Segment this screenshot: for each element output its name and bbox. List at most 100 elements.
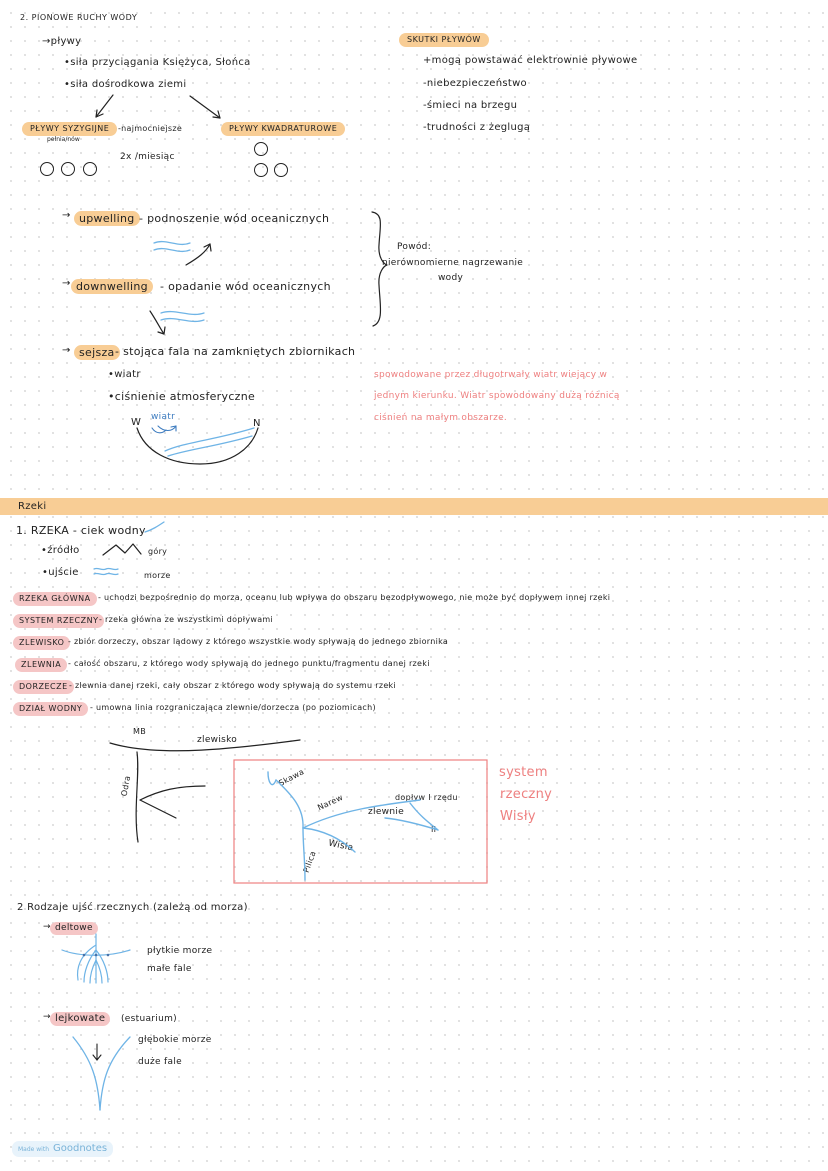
quadrature-tides-highlight: PŁYWY KWADRATUROWE (221, 122, 346, 136)
wind-arrow (157, 425, 177, 432)
definition-desc: - zbiór dorzeczy, obszar lądowy z któreg… (68, 637, 449, 646)
effects-title: SKUTKI PŁYWÓW (399, 33, 489, 47)
seiche-note-line2: jednym kierunku. Wiatr spowodowany dużą … (374, 391, 620, 401)
seiche-west-label: W (131, 417, 142, 428)
arrow-to-syzygy (95, 94, 114, 118)
river-mouth-note: morze (144, 571, 171, 580)
seiche-desc: - stojąca fala na zamkniętych zbiornikac… (115, 345, 356, 358)
system-label-line2: rzeczny (500, 787, 553, 802)
diagram-label-mb: MB (133, 727, 146, 736)
syzygy-note: -najmocniejsze (118, 124, 183, 133)
effect-item: +mogą powstawać elektrownie pływowe (423, 55, 638, 66)
arrow-glyph: → (43, 1012, 51, 1022)
downwelling-highlight: downwelling (71, 279, 153, 294)
definition-term-drainage-basin: ZLEWISKO (13, 636, 71, 650)
definition-desc: - całość obszaru, z którego wody spływaj… (68, 659, 430, 668)
odra-tributary (139, 799, 177, 819)
goodnotes-badge[interactable]: Made with Goodnotes (12, 1141, 114, 1157)
section-heading: 2. PIONOWE RUCHY WODY (20, 13, 138, 22)
delta-highlight: deltowe (50, 922, 98, 935)
cause-title: Powód: (397, 242, 432, 252)
curly-brace (371, 211, 388, 327)
definition-term-main-river: RZEKA GŁÓWNA (13, 592, 97, 606)
river-mouth: •ujście (42, 567, 79, 578)
definition-term-river-system: SYSTEM RZECZNY (13, 614, 105, 628)
seiche-wind-label: wiatr (151, 412, 176, 422)
badge-brand: Goodnotes (53, 1143, 108, 1154)
tributary-ii (384, 817, 439, 831)
river-source-note: góry (148, 547, 168, 556)
system-label-line3: Wisły (500, 809, 536, 824)
narew-river (302, 799, 421, 829)
arrow-glyph: → (62, 345, 71, 356)
waves-icon (93, 572, 119, 576)
earth-circle (61, 162, 75, 176)
seiche-east-label: N (253, 418, 261, 429)
diagram-label-catchments: zlewnie (368, 807, 404, 817)
estuary-paren: (estuarium) (121, 1014, 177, 1024)
mouths-heading: 2 Rodzaje ujść rzecznych (zależą od morz… (17, 902, 248, 913)
delta-note1: płytkie morze (147, 946, 213, 956)
downwelling-desc: - opadanie wód oceanicznych (160, 280, 331, 293)
diagram-label-tributary: dopływ I rzędu (395, 793, 458, 802)
tides-label: →pływy (42, 36, 82, 47)
river-heading: 1. RZEKA - ciek wodny (16, 524, 146, 537)
seiche-highlight: sejsza (74, 345, 120, 360)
force-moon-sun: •siła przyciągania Księżyca, Słońca (64, 57, 251, 68)
definition-term-river-basin: DORZECZE (13, 680, 74, 694)
system-label-line1: system (499, 765, 548, 780)
badge-made-with: Made with (18, 1146, 49, 1153)
estuary-note1: głębokie morze (138, 1035, 212, 1045)
upwelling-highlight: upwelling (74, 211, 140, 226)
cause-line2: wody (438, 273, 464, 283)
odra-river (135, 751, 139, 843)
rivers-section-band (0, 498, 828, 515)
moon-circle (40, 162, 54, 176)
arrow-head (203, 243, 212, 252)
river-system-box (233, 759, 488, 884)
definition-term-watershed: DZIAŁ WODNY (13, 702, 89, 716)
arrow-head (95, 109, 104, 118)
watershed-line (109, 739, 301, 752)
arrow-head (212, 110, 221, 119)
definition-desc: - umowna linia rozgraniczająca zlewnie/d… (90, 703, 376, 712)
arrow-glyph: → (62, 278, 71, 289)
diagram-label-basin: zlewisko (197, 735, 238, 745)
effect-item: -trudności z żeglugą (423, 122, 531, 133)
mountains-icon (102, 543, 142, 556)
sun-circle (83, 162, 97, 176)
wisla-river-lower (302, 827, 306, 881)
seiche-note-line1: spowodowane przez długotrwały wiatr wiej… (374, 370, 608, 380)
estuary-note2: duże fale (138, 1057, 182, 1067)
definition-desc: - uchodzi bezpośrednio do morza, oceanu … (98, 593, 611, 602)
river-icon (144, 521, 165, 533)
delta-note2: małe fale (147, 964, 192, 974)
sun-circle-q (274, 163, 288, 177)
syzygy-tides-highlight: PŁYWY SYZYGIJNE (22, 122, 118, 136)
arrow-glyph: → (62, 210, 71, 221)
upwelling-desc: - podnoszenie wód oceanicznych (139, 212, 330, 225)
rivers-band-title: Rzeki (18, 501, 47, 512)
frequency-label: 2x /miesiąc (120, 152, 175, 162)
arrow-to-quadrature (189, 95, 221, 119)
cause-line1: nierównomierne nagrzewanie (382, 258, 524, 268)
seiche-note-line3: ciśnień na małym obszarze. (374, 413, 508, 423)
downwelling-arrow (149, 310, 165, 335)
seiche-item-wind: •wiatr (108, 369, 141, 380)
arrow-head (157, 326, 166, 335)
definition-desc: - rzeka główna ze wszystkimi dopływami (99, 615, 274, 624)
force-centripetal: •siła dośrodkowa ziemi (64, 79, 187, 90)
arrow-glyph: → (43, 922, 51, 932)
upwelling-arrow (185, 243, 211, 266)
effect-item: -niebezpieczeństwo (423, 78, 527, 89)
seiche-basin (136, 427, 259, 465)
seiche-item-pressure: •ciśnienie atmosferyczne (108, 390, 256, 403)
definition-desc: - zlewnia danej rzeki, cały obszar z któ… (69, 681, 397, 690)
diagram-label-ii: II (431, 825, 437, 834)
wisla-river (302, 827, 356, 853)
effect-item: -śmieci na brzegu (423, 100, 518, 111)
skawa-river (275, 779, 304, 829)
syzygy-sub: pełnia/nów (47, 136, 80, 143)
odra-tributary (139, 785, 206, 801)
